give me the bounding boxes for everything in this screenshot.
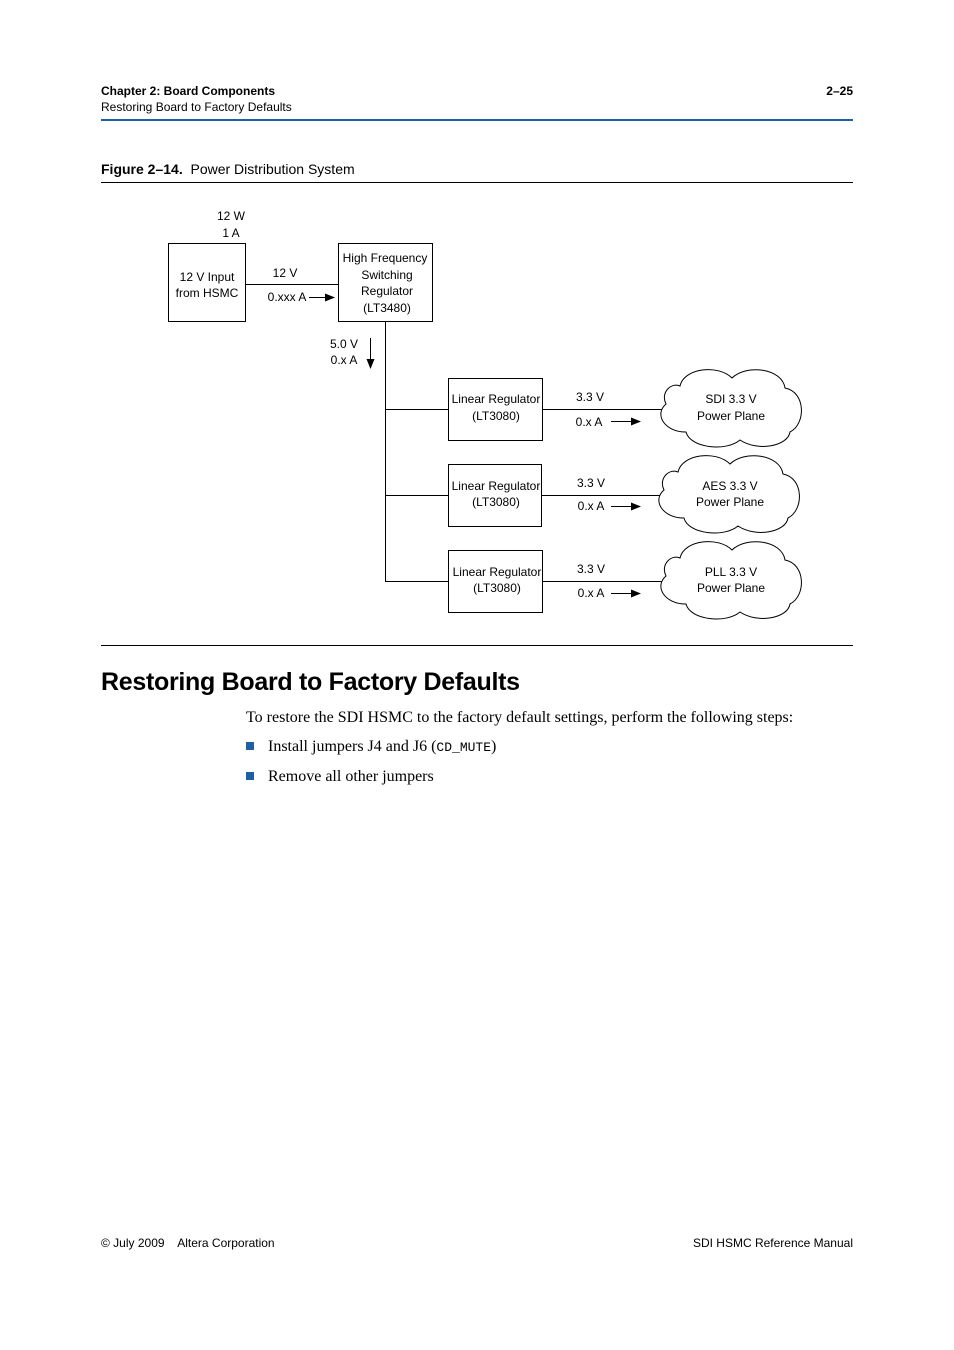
bullet-text: Remove all other jumpers bbox=[268, 768, 434, 785]
running-header-section: Restoring Board to Factory Defaults bbox=[101, 100, 292, 114]
branch-current: 0.x A bbox=[576, 415, 603, 429]
figure-bottom-rule bbox=[101, 645, 853, 646]
linear-regulator-box bbox=[448, 464, 542, 527]
input-power-watts: 12 W bbox=[217, 209, 246, 223]
plane-line-2: Power Plane bbox=[697, 409, 765, 423]
figure-caption: Figure 2–14. Power Distribution System bbox=[101, 161, 355, 178]
plane-line-2: Power Plane bbox=[696, 495, 764, 509]
plane-line-1: PLL 3.3 V bbox=[705, 565, 757, 579]
page-number: 2–25 bbox=[826, 84, 853, 98]
branch-sdi: Linear Regulator (LT3080) 3.3 V 0.x A SD… bbox=[385, 369, 802, 448]
plane-line-2: Power Plane bbox=[697, 581, 765, 595]
bullet-text: Install jumpers J4 and J6 ( bbox=[268, 738, 437, 755]
figure-label: Figure 2–14. bbox=[101, 161, 183, 177]
branch-current: 0.x A bbox=[578, 499, 605, 513]
input-box bbox=[168, 243, 246, 322]
branch-aes: Linear Regulator (LT3080) 3.3 V 0.x A AE… bbox=[385, 455, 800, 534]
branch-voltage: 3.3 V bbox=[577, 476, 605, 490]
regulator-line-1: Linear Regulator bbox=[452, 479, 541, 493]
linear-regulator-box bbox=[448, 378, 543, 441]
input-link-current: 0.xxx A bbox=[268, 290, 307, 304]
bullet-text-after: ) bbox=[491, 738, 497, 755]
branch-pll: Linear Regulator (LT3080) 3.3 V 0.x A PL… bbox=[385, 541, 802, 620]
header-rule bbox=[101, 119, 853, 121]
branch-current: 0.x A bbox=[578, 586, 605, 600]
regulator-line-1: Linear Regulator bbox=[453, 565, 542, 579]
footer-copyright: © July 2009 Altera Corporation bbox=[101, 1236, 275, 1250]
input-box-line-1: 12 V Input bbox=[180, 270, 235, 284]
section-heading: Restoring Board to Factory Defaults bbox=[101, 668, 520, 696]
regulator-line-1: Linear Regulator bbox=[452, 392, 541, 406]
branch-voltage: 3.3 V bbox=[577, 562, 605, 576]
linear-regulator-box bbox=[448, 550, 543, 613]
input-link-voltage: 12 V bbox=[273, 266, 298, 280]
power-plane-cloud bbox=[660, 369, 802, 448]
branch-voltage: 3.3 V bbox=[576, 390, 604, 404]
switching-regulator-box bbox=[338, 243, 433, 322]
figure-top-rule bbox=[101, 182, 853, 183]
footer-manual-title: SDI HSMC Reference Manual bbox=[692, 1236, 853, 1250]
power-plane-cloud bbox=[660, 541, 802, 620]
switching-line-2: Switching bbox=[361, 268, 412, 282]
input-power-amps: 1 A bbox=[222, 226, 239, 240]
section-intro: To restore the SDI HSMC to the factory d… bbox=[246, 709, 794, 726]
bus-voltage: 5.0 V bbox=[330, 337, 358, 351]
power-plane-cloud bbox=[658, 455, 800, 534]
list-item: Install jumpers J4 and J6 (CD_MUTE) bbox=[246, 737, 496, 758]
regulator-line-2: (LT3080) bbox=[472, 495, 520, 509]
plane-line-1: SDI 3.3 V bbox=[705, 392, 756, 406]
bus-current: 0.x A bbox=[331, 353, 358, 367]
power-distribution-diagram: 12 W 1 A 12 V Input from HSMC 12 V 0.xxx… bbox=[168, 209, 802, 620]
regulator-line-2: (LT3080) bbox=[473, 581, 521, 595]
switching-line-4: (LT3480) bbox=[363, 301, 411, 315]
plane-line-1: AES 3.3 V bbox=[702, 479, 757, 493]
list-item: Remove all other jumpers bbox=[246, 767, 434, 787]
regulator-line-2: (LT3080) bbox=[472, 409, 520, 423]
running-header-chapter: Chapter 2: Board Components bbox=[101, 84, 276, 98]
bullet-square-icon bbox=[246, 772, 254, 780]
figure-title: Power Distribution System bbox=[190, 161, 355, 177]
switching-line-3: Regulator bbox=[361, 284, 413, 298]
input-box-line-2: from HSMC bbox=[176, 286, 239, 300]
bullet-code: CD_MUTE bbox=[436, 740, 492, 755]
switching-line-1: High Frequency bbox=[343, 251, 428, 265]
bullet-square-icon bbox=[246, 742, 254, 750]
